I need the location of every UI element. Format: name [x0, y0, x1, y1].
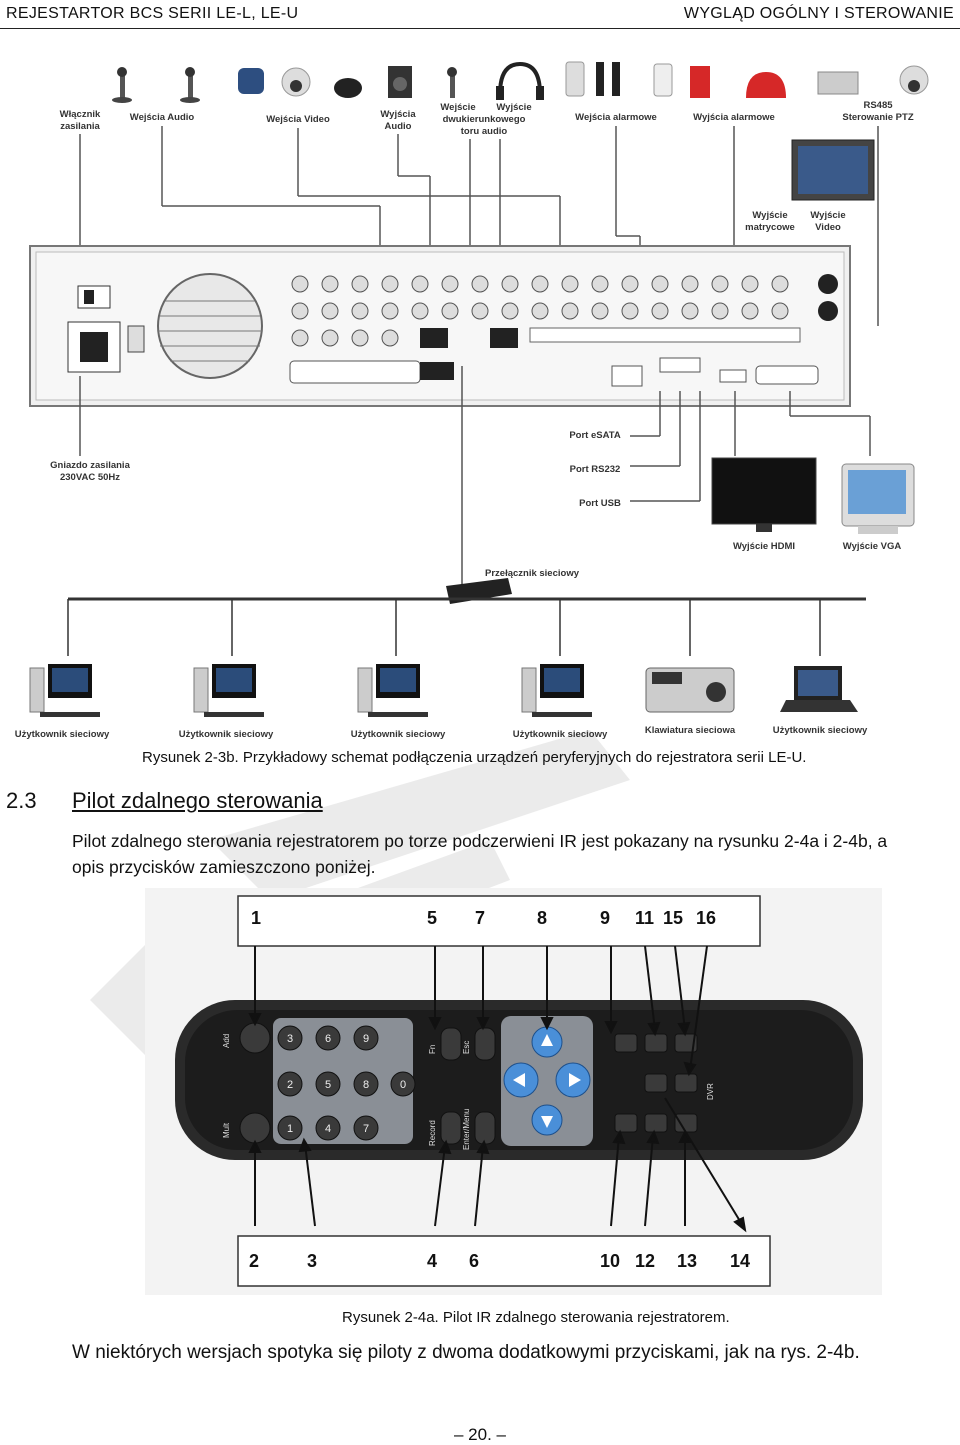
svg-text:Mult: Mult: [222, 1122, 231, 1138]
connection-diagram: Włącznik zasilania Wejścia Audio Wejścia…: [0, 36, 960, 741]
label-wejscie-dwukier-1: Wejście: [440, 102, 475, 113]
svg-text:1: 1: [287, 1123, 293, 1135]
label-wejscia-audio: Wejścia Audio: [130, 112, 195, 123]
mult-button[interactable]: [240, 1113, 270, 1143]
page-number-value: 20.: [468, 1425, 492, 1444]
svg-text:DVR: DVR: [706, 1083, 715, 1100]
top-number: 5: [427, 908, 437, 928]
bottom-number: 12: [635, 1251, 655, 1271]
paragraph-note: W niektórych wersjach spotyka się piloty…: [72, 1340, 952, 1366]
caption-figure-3b: Rysunek 2-3b. Przykładowy schemat podłąc…: [142, 749, 806, 766]
label-gniazdo-2: 230VAC 50Hz: [60, 472, 120, 483]
label-rs485-1: RS485: [863, 100, 893, 111]
svg-text:Record: Record: [428, 1120, 437, 1146]
section-number: 2.3: [6, 788, 72, 814]
vga-monitor-icon: Wyjście VGA: [842, 464, 914, 552]
label-wejscie-dwukier-2: dwukierunkowego: [443, 114, 526, 125]
top-number: 8: [537, 908, 547, 928]
label-wejscia-video: Wejścia Video: [266, 114, 330, 125]
svg-text:Fn: Fn: [428, 1045, 437, 1054]
microphone-icons: [112, 67, 200, 103]
top-number: 15: [663, 908, 683, 928]
top-number: 7: [475, 908, 485, 928]
camera-icons: [238, 68, 362, 98]
label-gniazdo-1: Gniazdo zasilania: [50, 460, 130, 471]
header-right: WYGLĄD OGÓLNY I STEROWANIE: [684, 5, 954, 23]
bottom-number: 6: [469, 1251, 479, 1271]
page-number: – 20. –: [0, 1425, 960, 1445]
svg-text:matrycowe: matrycowe: [745, 222, 795, 233]
label-wlacznik-1: Włącznik: [60, 109, 101, 120]
sensor-icons: [566, 62, 928, 98]
label-port-rs232: Port RS232: [570, 464, 621, 475]
svg-text:Wyjście: Wyjście: [752, 210, 787, 221]
top-number: 9: [600, 908, 610, 928]
bottom-number: 14: [730, 1251, 750, 1271]
svg-text:4: 4: [325, 1123, 331, 1135]
label-wejscie-dwukier-3: toru audio: [461, 126, 508, 137]
dvr-rear-panel: [30, 246, 850, 406]
label-wyjscia-alarmowe: Wyjścia alarmowe: [693, 112, 775, 123]
top-number: 1: [251, 908, 261, 928]
bottom-number: 2: [249, 1251, 259, 1271]
svg-text:Wyjście: Wyjście: [810, 210, 845, 221]
bottom-number: 4: [427, 1251, 437, 1271]
top-number: 16: [696, 908, 716, 928]
matrix-monitor: Wyjście matrycowe Wyjście Video: [745, 140, 874, 233]
label-rs485-2: Sterowanie PTZ: [842, 112, 913, 123]
header-left: REJESTARTOR BCS SERII LE-L, LE-U: [6, 5, 298, 23]
svg-text:Użytkownik sieciowy: Użytkownik sieciowy: [773, 725, 868, 736]
svg-text:Przełącznik sieciowy: Przełącznik sieciowy: [485, 568, 580, 579]
svg-text:2: 2: [287, 1079, 293, 1091]
svg-text:Użytkownik sieciowy: Użytkownik sieciowy: [351, 729, 446, 740]
svg-text:6: 6: [325, 1033, 331, 1045]
bottom-number: 10: [600, 1251, 620, 1271]
label-port-esata: Port eSATA: [569, 430, 621, 441]
svg-text:Użytkownik sieciowy: Użytkownik sieciowy: [513, 729, 608, 740]
network-user-pc-1: [30, 664, 100, 717]
svg-text:0: 0: [400, 1079, 406, 1091]
label-wyjscia-audio-2: Audio: [385, 121, 412, 132]
network-laptop-icon: [780, 666, 858, 712]
svg-text:Enter/Menu: Enter/Menu: [462, 1109, 471, 1150]
svg-text:8: 8: [363, 1079, 369, 1091]
label-port-usb: Port USB: [579, 498, 621, 509]
svg-text:Wyjście VGA: Wyjście VGA: [843, 541, 902, 552]
svg-text:Klawiatura sieciowa: Klawiatura sieciowa: [645, 725, 736, 736]
svg-text:Video: Video: [815, 222, 841, 233]
top-number: 11: [635, 908, 654, 928]
label-wyjscia-audio-1: Wyjścia: [380, 109, 416, 120]
svg-text:Użytkownik sieciowy: Użytkownik sieciowy: [179, 729, 274, 740]
network-keyboard-icon: [646, 668, 734, 712]
svg-text:Użytkownik sieciowy: Użytkownik sieciowy: [15, 729, 110, 740]
svg-text:3: 3: [287, 1033, 293, 1045]
svg-text:7: 7: [363, 1123, 369, 1135]
page-header: REJESTARTOR BCS SERII LE-L, LE-U WYGLĄD …: [0, 0, 960, 29]
add-button[interactable]: [240, 1023, 270, 1053]
label-wyjscie-dwukier: Wyjście: [496, 102, 531, 113]
speaker-icon: [388, 66, 412, 98]
bottom-number: 3: [307, 1251, 317, 1271]
hdmi-tv-icon: Wyjście HDMI: [712, 458, 816, 552]
svg-text:Add: Add: [222, 1034, 231, 1048]
svg-text:Wyjście HDMI: Wyjście HDMI: [733, 541, 795, 552]
section-title: Pilot zdalnego sterowania: [72, 788, 323, 813]
svg-text:5: 5: [325, 1079, 331, 1091]
network-user-pc-3: [358, 664, 428, 717]
label-wlacznik-2: zasilania: [60, 121, 100, 132]
network-user-pc-4: [522, 664, 592, 717]
bottom-number: 13: [677, 1251, 697, 1271]
headset-icon: [447, 64, 544, 100]
network-user-pc-2: [194, 664, 264, 717]
svg-text:9: 9: [363, 1033, 369, 1045]
svg-text:Esc: Esc: [462, 1041, 471, 1054]
caption-figure-4a: Rysunek 2-4a. Pilot IR zdalnego sterowan…: [342, 1309, 730, 1326]
paragraph-intro: Pilot zdalnego sterowania rejestratorem …: [72, 828, 922, 880]
label-wejscia-alarmowe: Wejścia alarmowe: [575, 112, 657, 123]
